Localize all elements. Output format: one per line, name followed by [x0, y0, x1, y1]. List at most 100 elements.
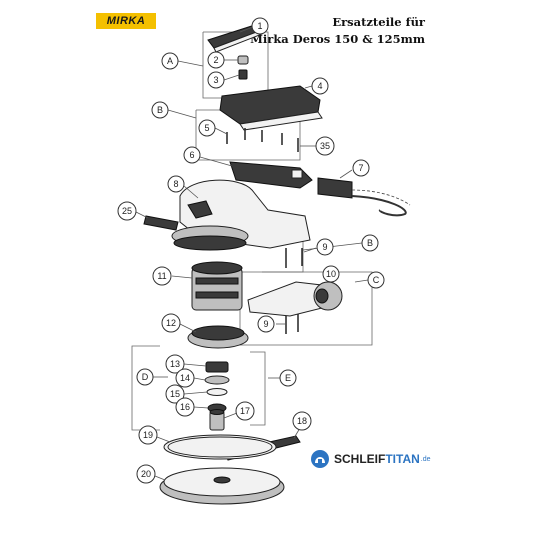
callout-8-label: 8	[173, 179, 178, 189]
leader-11	[171, 275, 193, 279]
part-5-screws	[226, 128, 299, 152]
callout-9-upper: 9	[316, 238, 334, 256]
callout-20: 20	[136, 464, 156, 484]
callout-b1-label: B	[157, 105, 163, 115]
leader-b-top	[167, 109, 197, 119]
callout-group-b-top: B	[151, 101, 169, 119]
callout-2: 2	[207, 51, 225, 69]
callout-5-label: 5	[204, 123, 209, 133]
title-block: Ersatzteile für Mirka Deros 150 & 125mm	[250, 14, 425, 48]
shop-name-part-2: TITAN	[385, 452, 420, 466]
leader-5	[214, 127, 228, 135]
callout-16-label: 16	[180, 402, 190, 412]
leader-3	[223, 74, 240, 81]
callout-17-label: 17	[240, 406, 250, 416]
callout-11-label: 11	[157, 271, 166, 281]
callout-18: 18	[292, 411, 312, 431]
leader-8	[183, 185, 199, 199]
group-bracket-e	[250, 351, 266, 426]
leader-12	[179, 323, 197, 333]
callout-25-label: 25	[122, 206, 132, 216]
callout-20-label: 20	[141, 469, 151, 479]
callout-6: 6	[183, 146, 201, 164]
callout-group-d: D	[136, 368, 154, 386]
callout-group-c: C	[367, 271, 385, 289]
part-6-switch-board	[229, 161, 313, 189]
callout-3: 3	[207, 71, 225, 89]
title-line-2: Mirka Deros 150 & 125mm	[250, 32, 425, 46]
callout-1-label: 1	[257, 21, 262, 31]
callout-4: 4	[311, 77, 329, 95]
callout-6-label: 6	[189, 150, 194, 160]
callout-15-label: 15	[170, 389, 180, 399]
part-25-dust-strip	[143, 215, 179, 231]
callout-10: 10	[322, 265, 340, 283]
callout-12: 12	[161, 313, 181, 333]
leader-7	[339, 169, 353, 179]
part-3-spring	[238, 69, 248, 80]
callout-15: 15	[165, 384, 185, 404]
callout-13-label: 13	[170, 359, 180, 369]
callout-group-e: E	[279, 369, 297, 387]
callout-12-label: 12	[166, 318, 176, 328]
leader-1	[239, 26, 254, 33]
part-11-motor	[191, 261, 243, 311]
callout-group-b-mid: B	[361, 234, 379, 252]
title-line-1: Ersatzteile für	[332, 15, 425, 29]
part-7-cable-plug	[317, 177, 411, 217]
callout-14-label: 14	[180, 373, 190, 383]
callout-d-label: D	[142, 372, 149, 382]
callout-group-a: A	[161, 52, 179, 70]
callout-19: 19	[138, 425, 158, 445]
callout-2-label: 2	[213, 55, 218, 65]
callout-c-label: C	[373, 275, 380, 285]
callout-9a-label: 9	[322, 242, 327, 252]
leader-9a	[303, 247, 317, 253]
leader-13	[183, 363, 207, 367]
callout-7-label: 7	[358, 163, 363, 173]
part-4-upper-housing	[219, 85, 323, 131]
part-2-nut	[237, 55, 249, 65]
callout-b2-label: B	[367, 238, 373, 248]
part-8-main-housing	[171, 179, 311, 251]
leader-20	[154, 475, 166, 481]
part-12-fan	[187, 325, 249, 349]
shop-logo-tld: .de	[420, 455, 431, 463]
leader-25	[135, 211, 149, 219]
callout-18-label: 18	[297, 416, 307, 426]
part-14-ring	[204, 375, 230, 385]
part-19-protective-ring	[163, 434, 277, 460]
leader-6	[199, 156, 233, 167]
part-15-washer	[206, 388, 228, 396]
shop-name-part-1: SCHLEIF	[334, 452, 386, 466]
callout-35: 35	[315, 136, 335, 156]
callout-7: 7	[352, 159, 370, 177]
brand-logo-text: MIRKA	[106, 15, 146, 27]
shop-logo-name: SCHLEIFTITAN	[334, 452, 420, 466]
callout-35-label: 35	[320, 141, 330, 151]
callout-e-label: E	[285, 373, 291, 383]
leader-19	[156, 436, 171, 443]
schleiftitan-logo: SCHLEIFTITAN .de	[310, 449, 431, 469]
part-17-shaft	[209, 409, 225, 431]
callout-14: 14	[175, 368, 195, 388]
callout-a-label: A	[167, 56, 173, 66]
group-bracket-d	[131, 345, 160, 431]
leader-16	[193, 406, 209, 409]
callout-1: 1	[251, 17, 269, 35]
callout-9-lower: 9	[257, 315, 275, 333]
leader-17	[223, 412, 238, 419]
part-13-bearing	[205, 361, 229, 373]
callout-4-label: 4	[317, 81, 322, 91]
callout-25: 25	[117, 201, 137, 221]
callout-17: 17	[235, 401, 255, 421]
part-9-screws-upper	[285, 248, 303, 268]
callout-3-label: 3	[213, 75, 218, 85]
helmet-icon	[311, 450, 329, 468]
leader-c	[354, 279, 369, 283]
leader-4	[304, 85, 313, 89]
leader-a	[177, 60, 204, 67]
callout-16: 16	[175, 397, 195, 417]
